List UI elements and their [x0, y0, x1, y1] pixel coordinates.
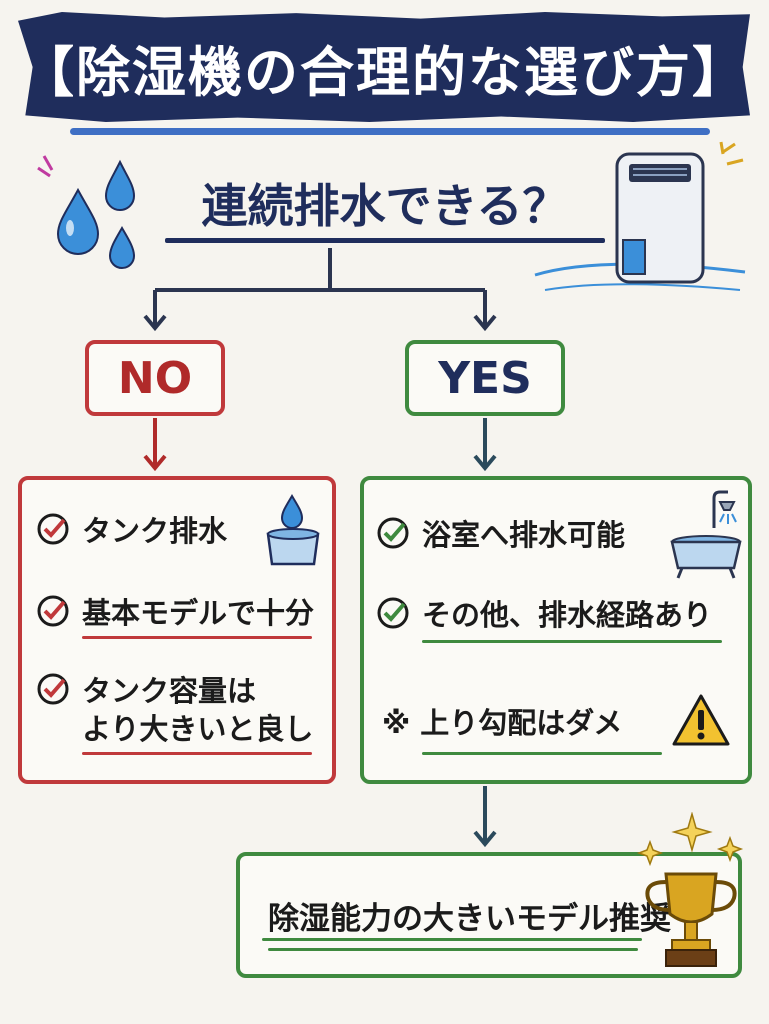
no-label: NO — [117, 352, 193, 404]
dehumidifier-icon — [534, 141, 746, 291]
check-icon — [377, 597, 409, 629]
yes-warning-text: ※ 上り勾配はダメ — [382, 706, 623, 740]
question-text: 連続排水できる？ — [201, 179, 569, 233]
no-item-1: タンク排水 — [36, 508, 227, 550]
water-tank-icon — [266, 494, 320, 566]
result-underline-2 — [268, 948, 638, 951]
no-label-box: NO — [85, 340, 225, 416]
flow-connectors-top — [143, 248, 497, 472]
check-icon — [37, 595, 69, 627]
result-box: 除湿能力の大きいモデル推奨 — [236, 852, 742, 978]
yes-item-1: 浴室へ排水可能 — [376, 512, 625, 554]
no-item-1-text: タンク排水 — [82, 514, 228, 548]
water-drops-icon — [37, 155, 136, 269]
check-icon — [37, 673, 69, 705]
no-item-3: タンク容量は — [36, 668, 256, 710]
no-item-4-underline — [82, 752, 312, 755]
yes-warning: ※ 上り勾配はダメ — [382, 700, 622, 742]
trophy-icon — [636, 812, 744, 967]
yes-item-1-text: 浴室へ排水可能 — [422, 518, 626, 552]
yes-item-2: その他、排水経路あり — [376, 592, 712, 634]
no-item-2-text: 基本モデルで十分 — [82, 596, 315, 630]
yes-item-2-text: その他、排水経路あり — [422, 598, 713, 632]
no-branch-box — [18, 476, 336, 784]
banner-underline — [70, 128, 710, 135]
question-underline — [165, 238, 605, 243]
bathtub-icon — [670, 490, 742, 579]
result-text: 除湿能力の大きいモデル推奨 — [268, 900, 671, 937]
yes-branch-box — [360, 476, 752, 784]
yes-label: YES — [438, 352, 532, 404]
no-item-2-underline — [82, 636, 312, 639]
page-title: 【除湿機の合理的な選び方】 — [20, 40, 748, 104]
title-banner — [18, 12, 750, 122]
flow-connector-result — [473, 786, 497, 848]
yes-item-2-underline — [422, 640, 722, 643]
yes-label-box: YES — [405, 340, 565, 416]
no-item-3-text: タンク容量は — [82, 674, 257, 708]
yes-warning-underline — [422, 752, 662, 755]
result-underline-1 — [262, 938, 642, 941]
no-item-2: 基本モデルで十分 — [36, 590, 314, 632]
check-icon — [377, 517, 409, 549]
check-icon — [37, 513, 69, 545]
no-item-4-text: より大きいと良し — [82, 712, 314, 746]
warning-icon — [672, 694, 730, 746]
